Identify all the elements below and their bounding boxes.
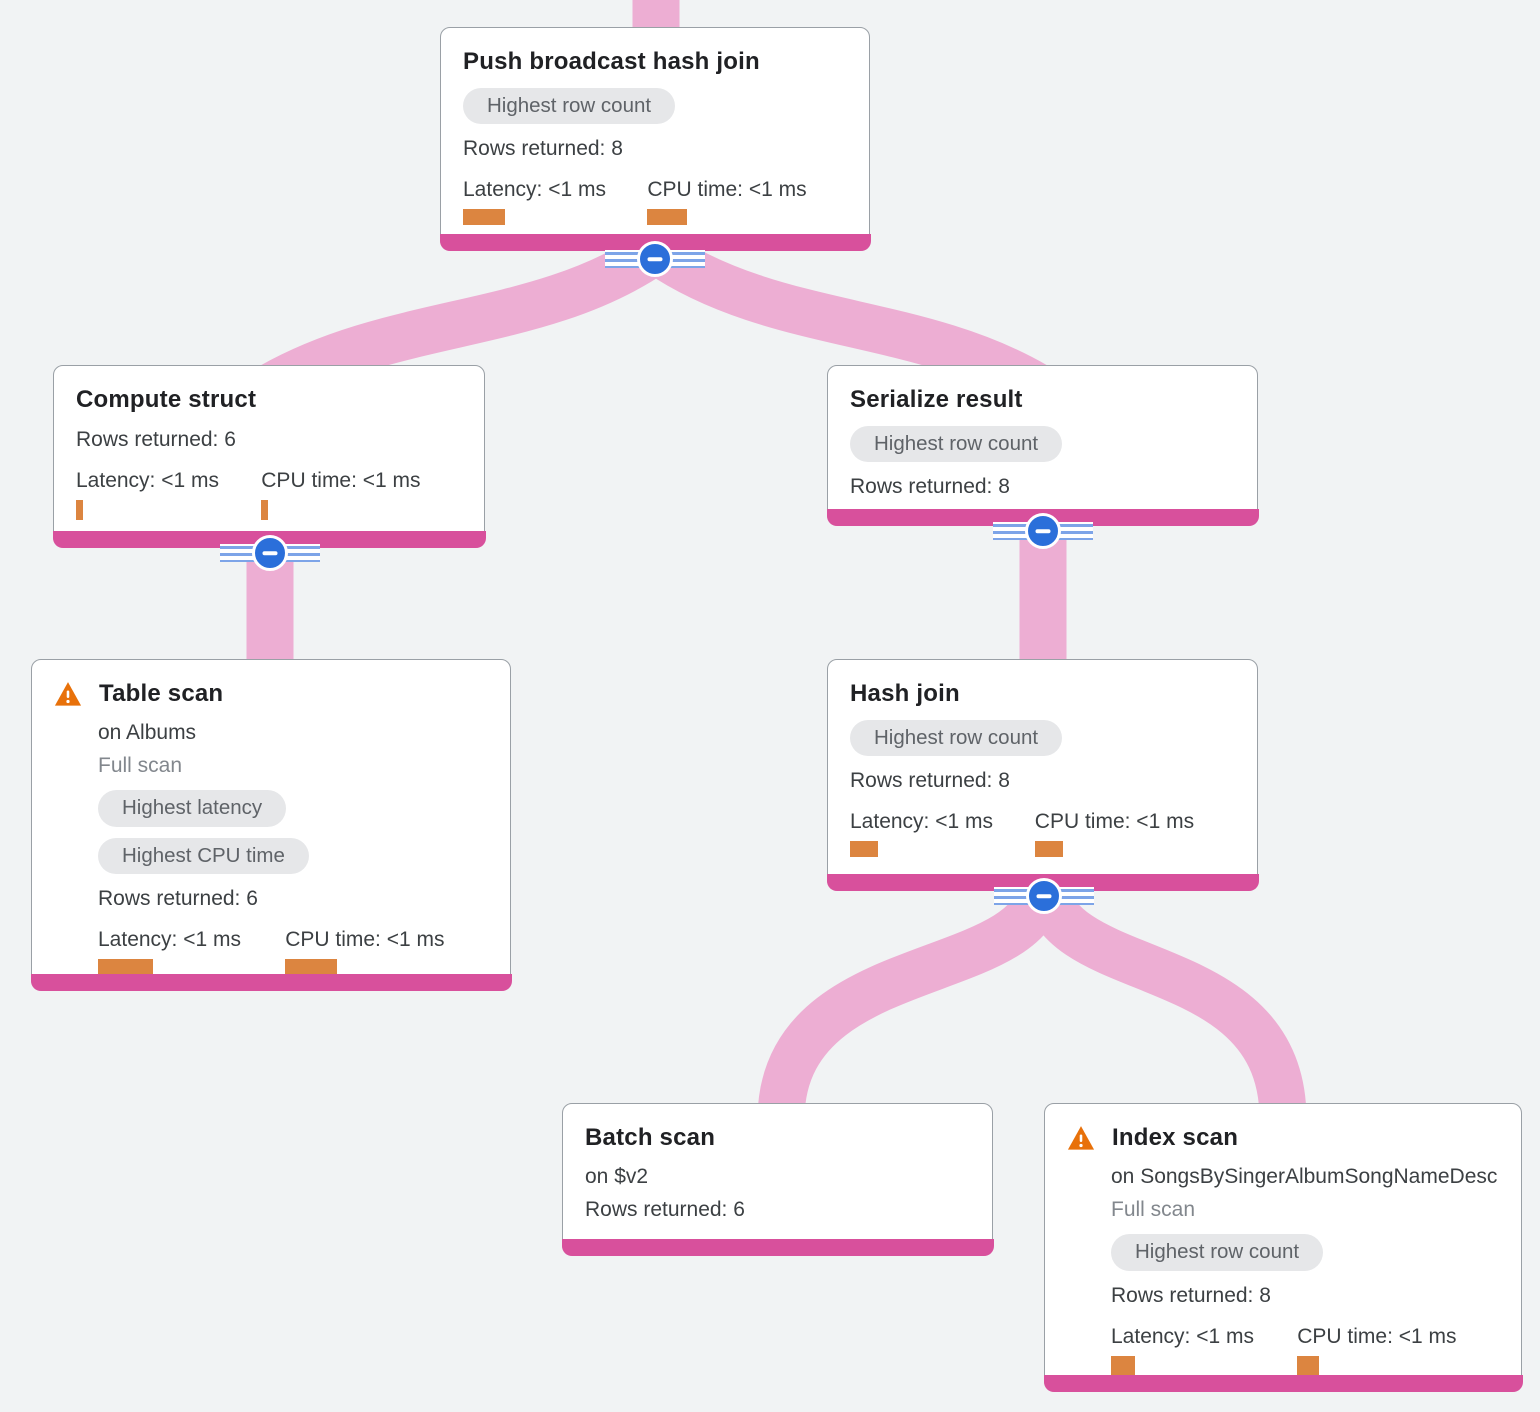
link-hashjoin-batchscan [757, 882, 1066, 1120]
badge-highest-cpu-time: Highest CPU time [98, 837, 309, 875]
rows-returned: Rows returned: 8 [850, 475, 1010, 499]
node-title: Serialize result [850, 386, 1023, 413]
cpu-time-label: CPU time: <1 ms [285, 928, 445, 952]
node-title: Compute struct [76, 386, 257, 413]
latency-bar [76, 499, 83, 520]
scan-type: Full scan [98, 754, 183, 778]
node-title: Push broadcast hash join [463, 48, 760, 75]
badge-highest-row-count: Highest row count [463, 87, 676, 125]
rows-returned: Rows returned: 8 [463, 137, 623, 161]
scan-type: Full scan [1111, 1198, 1196, 1222]
node-target: on SongsBySingerAlbumSongNameDesc [1111, 1164, 1498, 1188]
latency-bar [1111, 1355, 1135, 1376]
node-footer-strip [30, 973, 512, 991]
node-title: Hash join [850, 680, 960, 707]
minus-icon[interactable] [252, 535, 288, 571]
cpu-time-bar [647, 209, 688, 226]
collapse-button[interactable] [220, 535, 320, 571]
rows-returned: Rows returned: 6 [98, 887, 258, 911]
warning-icon [1067, 1125, 1095, 1151]
cpu-time-bar [1034, 841, 1063, 858]
badge-highest-row-count: Highest row count [1111, 1234, 1324, 1271]
node-target: on $v2 [585, 1164, 649, 1188]
node-title: Batch scan [585, 1124, 716, 1151]
latency-label: Latency: <1 ms [850, 810, 993, 834]
latency-label: Latency: <1 ms [98, 928, 241, 952]
badge-highest-row-count: Highest row count [850, 719, 1063, 757]
plan-node-hash-join[interactable]: Hash join Highest row count Rows returne… [826, 659, 1259, 891]
node-title: Table scan [99, 680, 224, 707]
rows-returned: Rows returned: 6 [76, 427, 236, 451]
cpu-time-label: CPU time: <1 ms [261, 468, 421, 492]
cpu-time-label: CPU time: <1 ms [1297, 1324, 1457, 1348]
plan-node-batch-scan[interactable]: Batch scan on $v2 Rows returned: 6 [561, 1103, 994, 1256]
badge-highest-row-count: Highest row count [850, 425, 1063, 463]
minus-icon[interactable] [1026, 878, 1062, 914]
collapse-button[interactable] [994, 878, 1094, 914]
plan-node-serialize-result[interactable]: Serialize result Highest row count Rows … [826, 365, 1259, 526]
plan-node-index-scan[interactable]: Index scan on SongsBySingerAlbumSongName… [1043, 1103, 1523, 1392]
plan-node-compute-struct[interactable]: Compute struct Rows returned: 6 Latency:… [52, 365, 486, 548]
latency-bar [98, 959, 153, 976]
plan-node-table-scan[interactable]: Table scan on Albums Full scan Highest l… [30, 659, 512, 991]
latency-bar [463, 209, 505, 226]
minus-icon[interactable] [1025, 513, 1061, 549]
latency-bar [850, 841, 878, 858]
node-title: Index scan [1112, 1124, 1239, 1151]
cpu-time-bar [1297, 1355, 1320, 1376]
node-target: on Albums [98, 720, 197, 744]
node-footer-strip [1043, 1374, 1523, 1392]
collapse-button[interactable] [605, 241, 705, 277]
plan-node-push-broadcast-hash-join[interactable]: Push broadcast hash join Highest row cou… [439, 27, 871, 251]
latency-label: Latency: <1 ms [463, 178, 606, 202]
latency-label: Latency: <1 ms [76, 468, 219, 492]
link-hashjoin-indexscan [1022, 882, 1307, 1120]
cpu-time-bar [261, 499, 269, 520]
warning-icon [54, 681, 82, 707]
minus-icon[interactable] [637, 241, 673, 277]
collapse-button[interactable] [993, 513, 1093, 549]
badge-highest-latency: Highest latency [98, 790, 287, 827]
cpu-time-label: CPU time: <1 ms [647, 178, 807, 202]
link-pushjoin-serializeresult [644, 232, 1048, 407]
rows-returned: Rows returned: 6 [585, 1198, 745, 1222]
cpu-time-label: CPU time: <1 ms [1034, 810, 1195, 834]
cpu-time-bar [285, 959, 338, 976]
link-pushjoin-computestruct [260, 232, 668, 407]
node-footer-strip [561, 1238, 994, 1256]
rows-returned: Rows returned: 8 [1111, 1283, 1271, 1307]
rows-returned: Rows returned: 8 [850, 769, 1010, 793]
latency-label: Latency: <1 ms [1111, 1324, 1254, 1348]
